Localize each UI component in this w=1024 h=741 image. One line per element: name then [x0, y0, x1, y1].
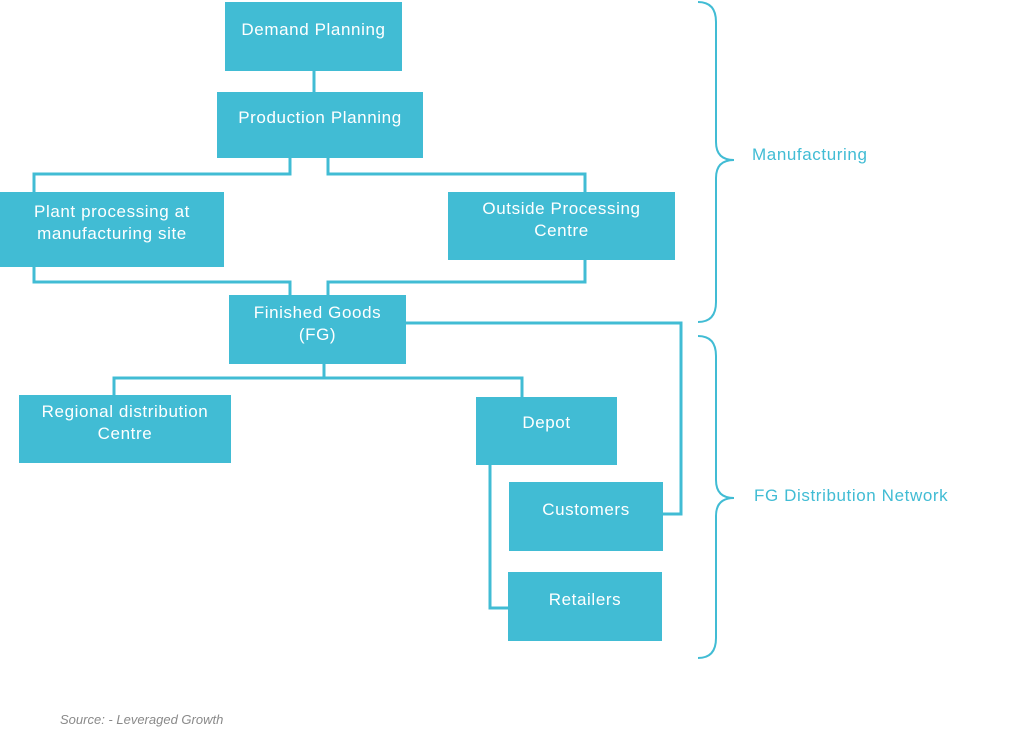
fg-distribution-group-label: FG Distribution Network	[754, 486, 949, 505]
finished-goods-box	[229, 295, 406, 364]
connector-outside-fg	[326, 260, 587, 295]
outside-processing-label: Outside Processing Centre	[482, 199, 641, 240]
manufacturing-brace	[697, 1, 735, 323]
source-note: Source: - Leveraged Growth	[60, 712, 224, 727]
plant-processing-box	[0, 192, 224, 267]
connector-fg-regional	[112, 364, 326, 395]
regional-distribution-box	[19, 395, 231, 463]
connector-production-plant	[32, 158, 292, 192]
plant-processing-label: Plant processing at manufacturing site	[34, 202, 190, 243]
demand-planning-box	[225, 2, 402, 71]
finished-goods-label: Finished Goods (FG)	[253, 303, 382, 344]
retailers-label: Retailers	[548, 590, 622, 609]
regional-distribution-label: Regional distribution Centre	[41, 402, 209, 443]
fg-distribution-brace	[697, 335, 735, 659]
customers-box	[509, 482, 663, 551]
customers-label: Customers	[542, 500, 630, 519]
outside-processing-box	[448, 192, 675, 260]
retailers-box	[508, 572, 662, 641]
connector-plant-fg	[32, 267, 292, 295]
connector-production-outside	[326, 158, 587, 192]
production-planning-box	[217, 92, 423, 158]
depot-label: Depot	[522, 413, 571, 432]
connector-depot-retailers	[488, 464, 508, 610]
manufacturing-group-label: Manufacturing	[752, 145, 868, 164]
connector-fg-depot	[324, 376, 524, 397]
demand-planning-label: Demand Planning	[241, 20, 386, 39]
production-planning-label: Production Planning	[238, 108, 402, 127]
connector-fg-customers	[405, 321, 683, 516]
depot-box	[476, 397, 617, 465]
